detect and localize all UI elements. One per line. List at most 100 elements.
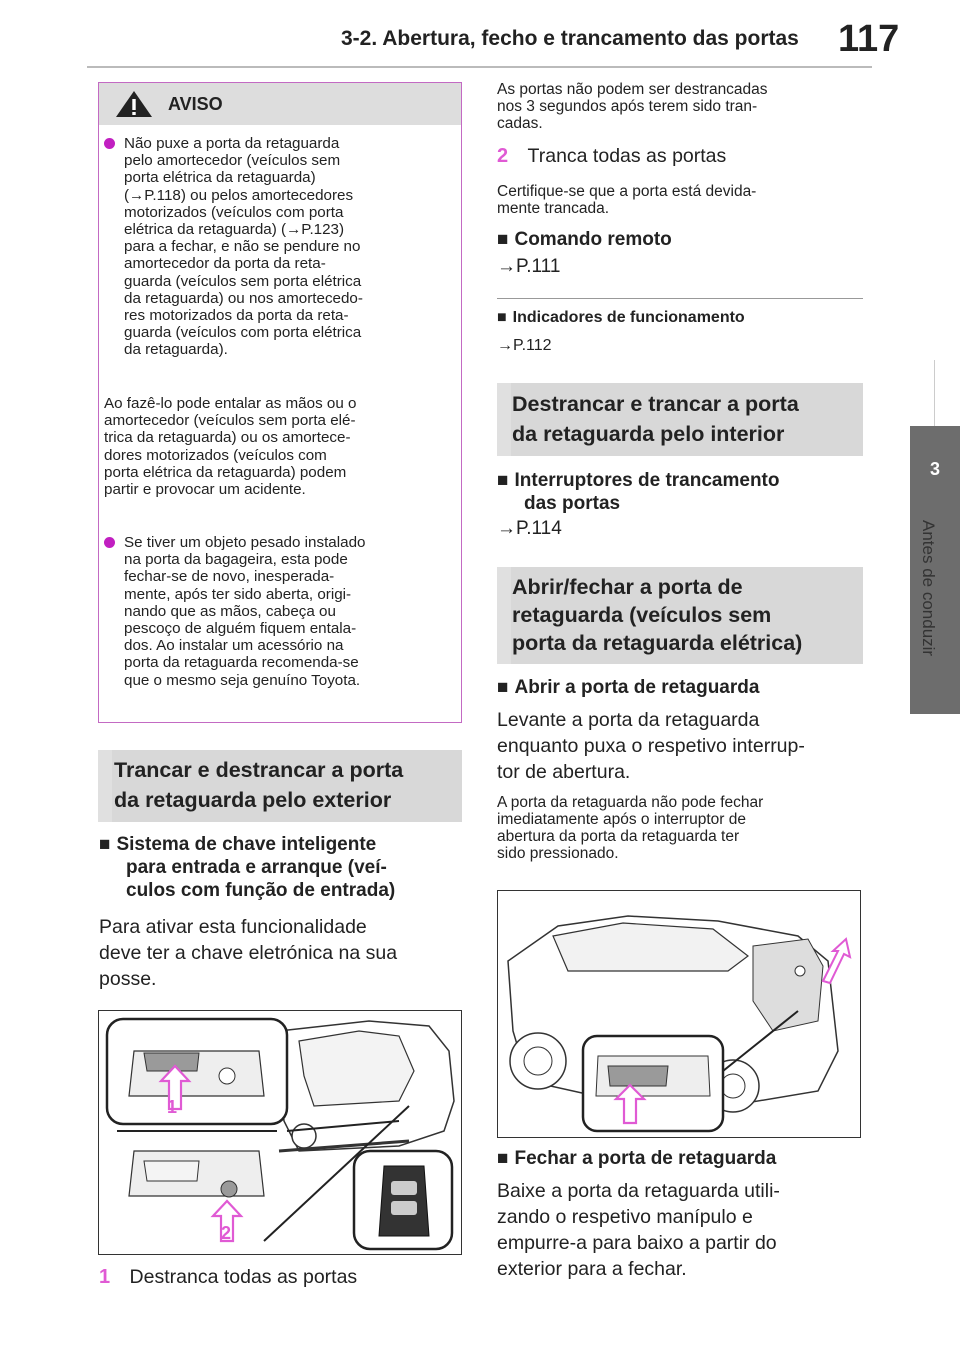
text-line: zando o respetivo manípulo e [497,1206,753,1228]
smart-key-body: Para ativar esta funcionalidade deve ter… [99,914,459,992]
text-line: amortecedor (veículos sem porta elé- [104,412,356,430]
indicators-reference: →P.112 [497,337,552,354]
text-line: Indicadores de funcionamento [512,309,745,326]
text-line: elétrica da retaguarda) (→P.123) [124,221,345,239]
text-line: Interruptores de trancamento [514,470,780,491]
text-line: porta elétrica da retaguarda) podem [104,463,347,481]
text-line: res motorizados da porta da reta- [124,307,349,325]
running-header: 3-2. Abertura, fecho e trancamento das p… [341,27,799,50]
square-bullet-icon: ■ [497,677,509,698]
text-line: da retaguarda) ou nos amortecedo- [124,289,363,307]
subheading-remote: ■Comando remoto [497,228,672,251]
text-line: dores motorizados (veículos com [104,446,327,464]
subheading-lock-switches: ■Interruptores de trancamento das portas [497,469,779,515]
step-2: 2 Tranca todas as portas [497,143,726,169]
warning-paragraph: Ao fazê-lo pode entalar as mãos ou o amo… [104,395,449,498]
text-line: sido pressionado. [497,845,619,862]
subheading-close-tailgate: ■Fechar a porta de retaguarda [497,1147,776,1170]
bullet-icon [104,138,115,149]
text-line: pescoço de alguém fiquem entala- [124,620,357,638]
text-line: mente, após ter sido aberta, origi- [124,585,352,603]
text-line: tor de abertura. [497,761,631,783]
text-line: para a fechar, e não se pendure no [124,238,361,256]
section-title-line: Trancar e destrancar a porta [114,758,404,782]
text-line: porta da retaguarda recomenda-se [124,654,359,672]
section-header-bar [497,567,511,664]
text-line: nando que as mãos, cabeça ou [124,602,336,620]
section-title-line: da retaguarda pelo exterior [114,788,392,812]
text-line: guarda (veículos sem porta elétrica [124,272,362,290]
text-line: retaguarda (veículos sem [512,603,772,627]
section-header-exterior [98,750,462,822]
text-line: posse. [99,968,157,990]
page-number: 117 [838,18,900,60]
warning-header [99,83,461,125]
subheading-indicators: ■ Indicadores de funcionamento [497,309,745,327]
square-bullet-icon: ■ [497,309,507,326]
warning-bullet-2: Se tiver um objeto pesado instalado na p… [104,534,469,689]
illustration-open-tailgate [497,890,861,1138]
text-line: trica da retaguarda) ou os amortece- [104,429,351,447]
step-number: 2 [497,145,509,167]
step-1: 1 Destranca todas as portas [99,1264,357,1290]
text-line: para entrada e arranque (veí- [126,857,387,878]
text-line: abertura da porta da retaguarda ter [497,828,740,845]
text-line: motorizados (veículos com porta [124,203,344,221]
text-line: Abrir a porta de retaguarda [514,677,760,698]
section-title-block: Abrir/fechar a porta de retaguarda (veíc… [512,573,802,657]
text-line: A porta da retaguarda não pode fechar [497,794,764,811]
square-bullet-icon: ■ [497,470,509,491]
warning-box [98,82,462,723]
divider [497,298,863,299]
text-line: da retaguarda). [124,341,228,359]
step-number: 1 [99,1266,111,1288]
text-line: cadas. [497,115,543,132]
header-divider [87,66,872,68]
text-line: mente trancada. [497,200,610,217]
section-title-line: da retaguarda pelo interior [512,422,785,446]
subheading-smart-key: ■Sistema de chave inteligente para entra… [99,833,459,902]
text-line: Certifique-se que a porta está devida- [497,183,757,200]
chapter-label: Antes de conduzir [919,520,938,657]
figure-label-2: 2 [221,1223,232,1243]
remote-reference: →P.111 [497,256,561,277]
text-line: porta da retaguarda elétrica) [512,631,803,655]
text-line: fechar-se de novo, inesperada- [124,568,335,586]
chapter-tab: 3 [910,426,960,714]
text-line: que o mesmo seja genuíno Toyota. [124,671,361,689]
text-line: enquanto puxa o respetivo interrup- [497,735,805,757]
text-line: guarda (veículos com porta elétrica [124,324,362,342]
square-bullet-icon: ■ [497,229,509,250]
text-line: empurre-a para baixo a partir do [497,1232,777,1254]
section-header-bar [98,750,112,822]
text-line: imediatamente após o interruptor de [497,811,747,828]
section-header-interior [497,383,863,456]
lock-switch-reference: →P.114 [497,518,562,539]
text-line: partir e provocar um acidente. [104,481,306,499]
open-tailgate-note: A porta da retaguarda não pode fechar im… [497,794,867,862]
text-line: Abrir/fechar a porta de [512,575,743,599]
text-line: (→P.118) ou pelos amortecedores [124,186,354,204]
square-bullet-icon: ■ [497,1148,509,1169]
warning-triangle-icon [116,91,152,117]
text-line: das portas [524,493,621,514]
subheading-open-tailgate: ■Abrir a porta de retaguarda [497,676,759,699]
text-line: Não puxe a porta da retaguarda [124,135,340,152]
section-header-bar [497,383,511,456]
open-tailgate-drawing [507,915,852,1133]
intro-note: As portas não podem ser destrancadas nos… [497,81,867,132]
step-text: Destranca todas as portas [129,1266,358,1288]
text-line: na porta da bagageira, esta pode [124,551,348,569]
text-line: dos. Ao instalar um acessório na [124,637,344,655]
text-line: amortecedor da porta da reta- [124,255,326,273]
section-header-open-close [497,567,863,664]
text-line: Sistema de chave inteligente [116,834,377,855]
text-line: culos com função de entrada) [126,880,396,901]
text-line: porta elétrica da retaguarda) [124,169,316,187]
square-bullet-icon: ■ [99,834,111,855]
text-line: Fechar a porta de retaguarda [514,1148,777,1169]
illustration-tailgate-switch: 1 2 [98,1010,462,1255]
text-line: As portas não podem ser destrancadas [497,81,768,98]
text-line: Baixe a porta da retaguarda utili- [497,1180,780,1202]
text-line: Comando remoto [514,229,672,250]
